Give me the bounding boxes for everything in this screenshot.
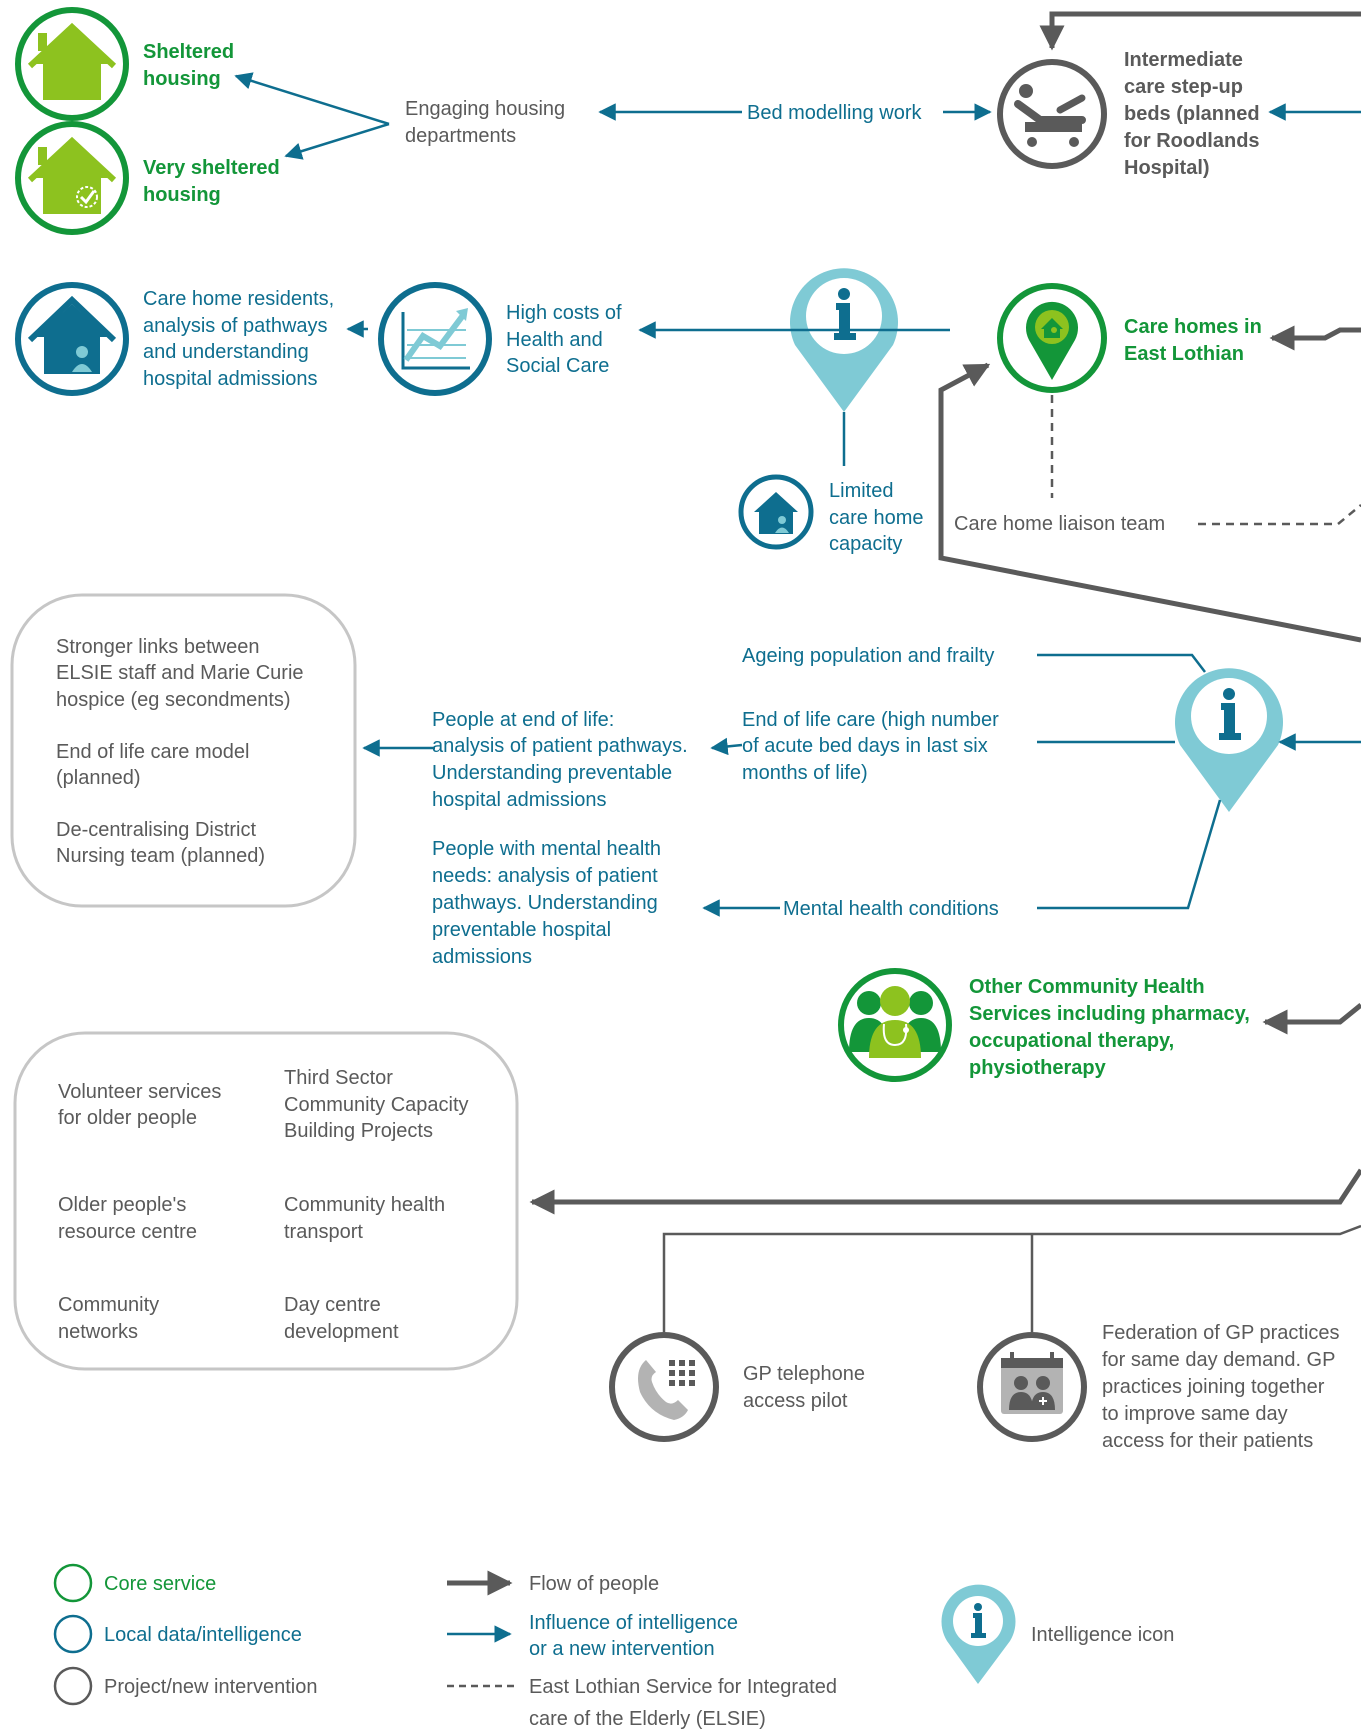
flow-of-people-lines [529,11,1361,1215]
legend-elsie-label: East Lothian Service for Integrated care… [529,1676,843,1730]
legend-influence-label: Influence of intelligence or a new inter… [529,1612,744,1660]
legend-intelligence-icon [941,1584,1016,1684]
end-of-life-interventions-box [10,593,357,908]
volunteer-services-label: Volunteer services for older people [58,1081,227,1129]
legend-project-label: Project/new intervention [104,1676,317,1698]
legend-flow-label: Flow of people [529,1573,659,1595]
telephone-icon [609,1332,719,1442]
influence-lines [234,72,1361,917]
legend-core-label: Core service [104,1573,216,1595]
legend-local-swatch [53,1614,93,1654]
care-home-residents-icon [15,282,129,396]
very-sheltered-housing-label: Very sheltered housing [143,157,285,206]
gp-branch-lines [662,1224,1361,1332]
limited-capacity-house-icon [738,474,814,550]
legend-project-swatch [53,1666,93,1706]
community-services-box [13,1031,519,1371]
sheltered-housing-icon [15,7,129,121]
very-sheltered-housing-icon [15,121,129,235]
care-home-residents-label: Care home residents, analysis of pathway… [143,288,340,390]
other-community-services-label: Other Community Health Services includin… [969,976,1255,1079]
intelligence-pin-icon-1 [790,268,899,412]
ageing-population-label: Ageing population and frailty [742,645,994,667]
intermediate-care-label: Intermediate care step-up beds (planned … [1124,49,1265,179]
engaging-housing-label: Engaging housing departments [405,98,571,147]
hospital-bed-icon [997,59,1107,169]
gp-federation-label: Federation of GP practices for same day … [1102,1322,1345,1452]
gp-calendar-doctors-icon [977,1332,1087,1442]
rising-costs-chart-icon [378,282,492,396]
mental-health-pathways-label: People with mental health needs: analysi… [432,838,667,968]
legend-local-label: Local data/intelligence [104,1624,302,1646]
bed-modelling-label: Bed modelling work [747,102,923,124]
community-health-team-icon [838,968,952,1082]
legend-core-swatch [53,1563,93,1603]
legend: Core service Local data/intelligence Pro… [53,1563,1174,1730]
care-homes-label: Care homes in East Lothian [1124,316,1267,365]
end-of-life-interventions-text: Stronger links between ELSIE staff and M… [56,636,309,867]
end-of-life-care-label: End of life care (high number of acute b… [742,709,1004,784]
third-sector-label: Third Sector Community Capacity Building… [284,1067,474,1142]
care-homes-pin-icon [997,283,1107,393]
community-networks-label: Community networks [58,1294,165,1343]
high-costs-label: High costs of Health and Social Care [506,302,627,377]
care-home-liaison-label: Care home liaison team [954,513,1165,535]
gp-telephone-label: GP telephone access pilot [743,1363,871,1412]
legend-icon-label: Intelligence icon [1031,1624,1174,1646]
end-of-life-pathways-label: People at end of life: analysis of patie… [432,709,693,811]
sheltered-housing-label: Sheltered housing [143,41,240,90]
mental-health-conditions-label: Mental health conditions [783,898,999,920]
community-transport-label: Community health transport [284,1194,451,1243]
limited-capacity-label: Limited care home capacity [829,480,929,555]
resource-centre-label: Older people's resource centre [58,1194,197,1243]
day-centre-label: Day centre development [284,1294,399,1343]
intelligence-pin-icon-2 [1174,668,1284,812]
elsie-dashed-lines [1050,395,1361,526]
